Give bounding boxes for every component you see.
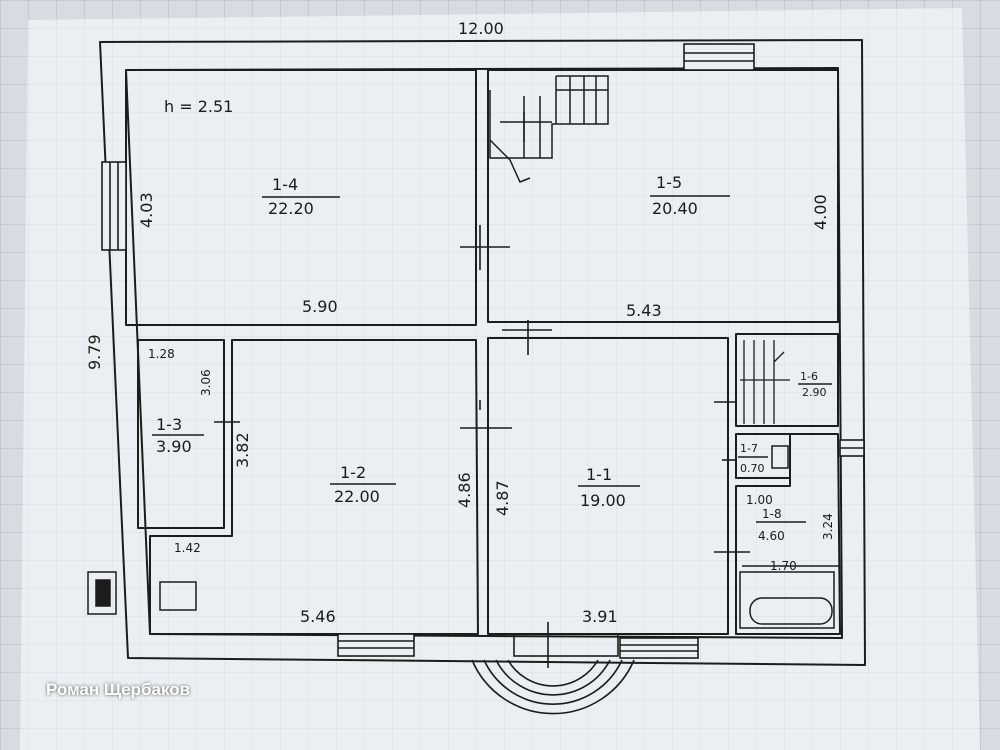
bathtub	[739, 571, 835, 629]
room-1-4-id: 1-4	[272, 175, 298, 194]
room-1-5-height: 4.00	[811, 194, 830, 230]
room-1-5-id: 1-5	[656, 173, 682, 192]
windows	[101, 43, 865, 659]
room-1-2-id: 1-2	[340, 463, 366, 482]
bathtub-inner	[749, 597, 833, 625]
room-1-8-id: 1-8	[762, 507, 782, 521]
room-1-8-outline	[735, 433, 841, 635]
stairs-small	[740, 340, 790, 424]
boiler	[87, 571, 117, 615]
room-1-2-outline	[149, 339, 479, 635]
room-1-1-left-dim: 4.87	[493, 480, 512, 516]
room-1-8-height: 3.24	[821, 513, 835, 540]
room-1-6-id: 1-6	[800, 370, 818, 383]
room-1-1-width: 3.91	[582, 607, 618, 626]
stove	[159, 581, 197, 611]
room-1-8-width-top: 1.00	[746, 493, 773, 507]
room-1-3-id: 1-3	[156, 415, 182, 434]
room-1-3-area: 3.90	[156, 437, 192, 456]
overall-depth-label: 9.79	[85, 334, 104, 370]
room-1-8-width-bottom: 1.70	[770, 559, 797, 573]
walls	[99, 39, 866, 666]
room-1-3-height: 3.06	[199, 369, 213, 396]
room-1-2-area: 22.00	[334, 487, 380, 506]
room-1-3-width: 1.28	[148, 347, 175, 361]
room-1-2-width: 5.46	[300, 607, 336, 626]
room-1-5-area: 20.40	[652, 199, 698, 218]
toilet	[771, 445, 789, 469]
entrance-porch	[471, 633, 635, 715]
paper-grid	[20, 8, 980, 750]
label-lines	[152, 195, 840, 567]
window-bottom-right	[619, 637, 699, 659]
stairs-main	[489, 75, 609, 183]
room-1-4-height: 4.03	[137, 192, 156, 228]
room-1-6-outline	[735, 333, 839, 427]
room-1-8-area: 4.60	[758, 529, 785, 543]
room-1-5-outline	[487, 69, 839, 323]
room-1-1-id: 1-1	[586, 465, 612, 484]
room-1-4-width: 5.90	[302, 297, 338, 316]
outer-wall-outside	[99, 39, 866, 666]
outer-wall-inside	[125, 67, 843, 639]
room-1-4-area: 22.20	[268, 199, 314, 218]
room-1-3-outline	[137, 339, 225, 529]
fixtures	[87, 445, 835, 629]
room-1-6-area: 2.90	[802, 386, 827, 399]
room-1-1-area: 19.00	[580, 491, 626, 510]
room-1-2-left-dim: 3.82	[233, 432, 252, 468]
window-left	[101, 161, 127, 251]
window-bottom-left	[337, 633, 415, 657]
doors	[214, 225, 750, 668]
window-top	[683, 43, 755, 71]
room-1-2-bottom-left-dim: 1.42	[174, 541, 201, 555]
room-1-5-width: 5.43	[626, 301, 662, 320]
room-1-7-area: 0.70	[740, 462, 765, 475]
room-1-7-id: 1-7	[740, 442, 758, 455]
overall-width-label: 12.00	[458, 19, 504, 38]
room-1-2-right-dim: 4.86	[455, 472, 474, 508]
watermark: Роман Щербаков	[46, 680, 191, 699]
ceiling-height-label: h = 2.51	[164, 97, 233, 116]
